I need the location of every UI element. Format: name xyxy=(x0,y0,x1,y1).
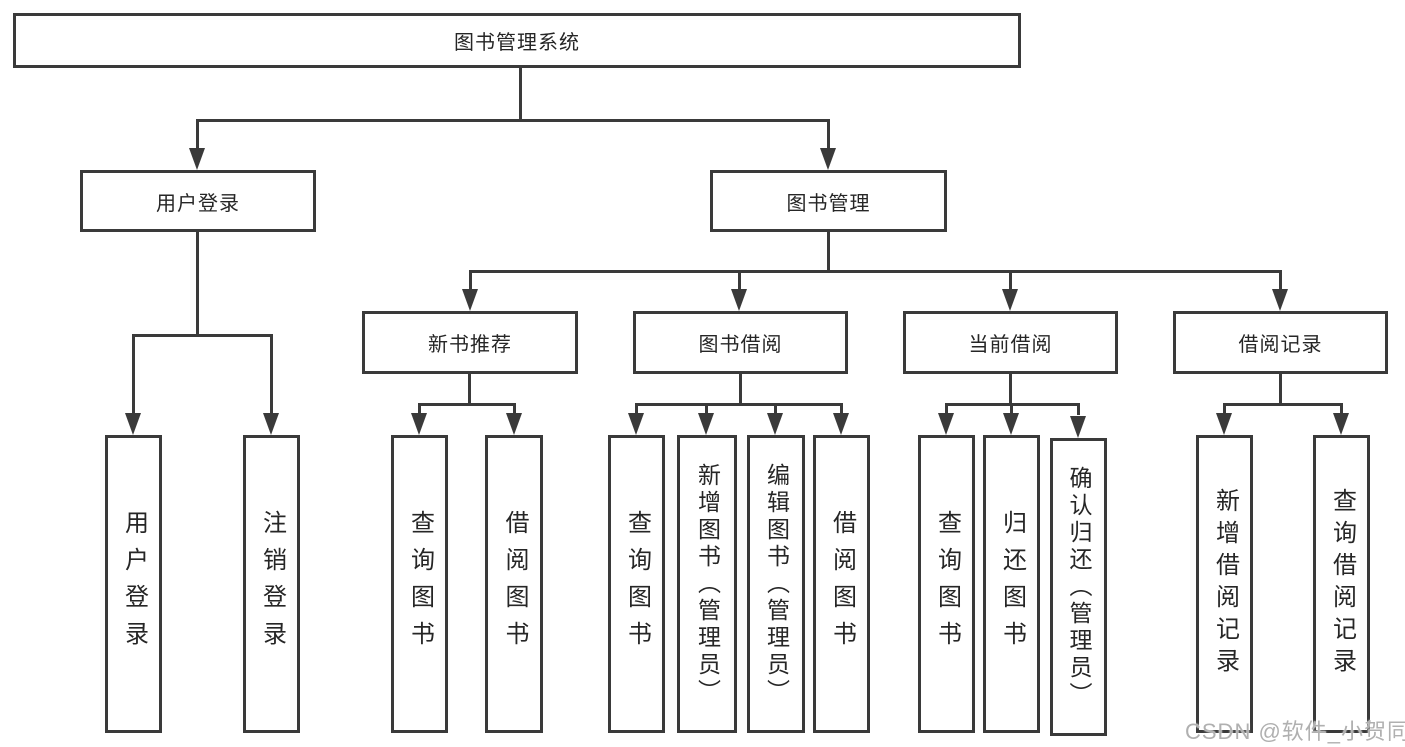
arrow-down-icon xyxy=(1333,413,1349,435)
arrow-down-icon xyxy=(1216,413,1232,435)
arrow-down-icon xyxy=(1272,289,1288,311)
connector-line xyxy=(635,403,638,415)
arrow-down-icon xyxy=(1003,413,1019,435)
leaf-user-login: 用户登录 xyxy=(105,435,162,733)
leaf-borrow-book-2-label: 借阅图书 xyxy=(828,510,856,658)
connector-line xyxy=(1077,403,1080,415)
arrow-down-icon xyxy=(189,148,205,170)
node-new-book-recommend: 新书推荐 xyxy=(362,311,578,374)
connector-line xyxy=(840,403,843,415)
connector-line xyxy=(827,119,830,151)
connector-line xyxy=(635,403,843,406)
connector-line xyxy=(132,334,273,337)
connector-line xyxy=(738,270,741,291)
connector-line xyxy=(1279,374,1282,405)
connector-line xyxy=(469,270,472,291)
leaf-borrow-book-1-label: 借阅图书 xyxy=(501,510,528,658)
arrow-down-icon xyxy=(1070,416,1086,438)
arrow-down-icon xyxy=(698,413,714,435)
node-root-label: 图书管理系统 xyxy=(454,32,580,54)
leaf-query-book-1: 查询图书 xyxy=(391,435,448,733)
arrow-down-icon xyxy=(506,413,522,435)
connector-line xyxy=(132,334,135,415)
leaf-edit-book-admin-label: 编辑图书（管理员） xyxy=(763,462,790,706)
leaf-logout: 注销登录 xyxy=(243,435,300,733)
node-book-borrow-label: 图书借阅 xyxy=(698,334,783,356)
connector-line xyxy=(1010,403,1013,415)
connector-line xyxy=(418,403,421,415)
arrow-down-icon xyxy=(462,289,478,311)
leaf-query-borrow-record: 查询借阅记录 xyxy=(1313,435,1370,733)
connector-line xyxy=(418,403,515,406)
leaf-add-borrow-record: 新增借阅记录 xyxy=(1196,435,1253,733)
leaf-query-book-3-label: 查询图书 xyxy=(933,510,961,658)
connector-line xyxy=(196,232,199,336)
arrow-down-icon xyxy=(833,413,849,435)
connector-line xyxy=(1009,270,1012,291)
leaf-confirm-return-admin: 确认归还（管理员） xyxy=(1050,438,1107,736)
connector-line xyxy=(513,403,516,415)
leaf-query-book-3: 查询图书 xyxy=(918,435,975,733)
node-user-login-label: 用户登录 xyxy=(156,192,240,215)
leaf-return-book: 归还图书 xyxy=(983,435,1040,733)
node-current-borrow-label: 当前借阅 xyxy=(968,334,1053,356)
leaf-query-book-2: 查询图书 xyxy=(608,435,665,733)
arrow-down-icon xyxy=(820,148,836,170)
connector-line xyxy=(827,232,830,272)
leaf-return-book-label: 归还图书 xyxy=(998,510,1026,658)
leaf-borrow-book-1: 借阅图书 xyxy=(485,435,543,733)
node-borrow-records: 借阅记录 xyxy=(1173,311,1388,374)
leaf-edit-book-admin: 编辑图书（管理员） xyxy=(747,435,805,733)
connector-line xyxy=(519,68,522,120)
leaf-add-borrow-record-label: 新增借阅记录 xyxy=(1211,488,1239,680)
leaf-query-borrow-record-label: 查询借阅记录 xyxy=(1328,488,1356,680)
node-current-borrow: 当前借阅 xyxy=(903,311,1118,374)
connector-line xyxy=(1340,403,1343,415)
node-user-login: 用户登录 xyxy=(80,170,316,232)
connector-line xyxy=(1279,270,1282,291)
leaf-query-book-2-label: 查询图书 xyxy=(623,510,651,658)
arrow-down-icon xyxy=(628,413,644,435)
connector-line xyxy=(705,403,708,415)
leaf-user-login-label: 用户登录 xyxy=(120,510,148,658)
connector-line xyxy=(739,374,742,405)
connector-line xyxy=(198,119,830,122)
arrow-down-icon xyxy=(1002,289,1018,311)
node-book-management-label: 图书管理 xyxy=(786,192,871,215)
leaf-add-book-admin: 新增图书（管理员） xyxy=(677,435,737,733)
arrow-down-icon xyxy=(731,289,747,311)
leaf-borrow-book-2: 借阅图书 xyxy=(813,435,870,733)
connector-line xyxy=(196,119,199,151)
node-root: 图书管理系统 xyxy=(13,13,1021,68)
arrow-down-icon xyxy=(263,413,279,435)
leaf-add-book-admin-label: 新增图书（管理员） xyxy=(694,462,721,706)
connector-line xyxy=(945,403,948,415)
connector-line xyxy=(1223,403,1343,406)
csdn-watermark: CSDN @软件_小贺同学 xyxy=(1185,719,1405,744)
leaf-logout-label: 注销登录 xyxy=(258,510,286,658)
connector-line xyxy=(1009,374,1012,405)
connector-line xyxy=(469,270,1281,273)
leaf-confirm-return-admin-label: 确认归还（管理员） xyxy=(1066,465,1092,709)
node-book-management: 图书管理 xyxy=(710,170,947,232)
arrow-down-icon xyxy=(938,413,954,435)
node-borrow-records-label: 借阅记录 xyxy=(1238,334,1323,356)
arrow-down-icon xyxy=(125,413,141,435)
node-new-book-recommend-label: 新书推荐 xyxy=(428,334,512,356)
arrow-down-icon xyxy=(411,413,427,435)
connector-line xyxy=(1223,403,1226,415)
node-book-borrow: 图书借阅 xyxy=(633,311,848,374)
leaf-query-book-1-label: 查询图书 xyxy=(406,510,434,658)
connector-line xyxy=(270,334,273,415)
arrow-down-icon xyxy=(767,413,783,435)
connector-line xyxy=(774,403,777,415)
connector-line xyxy=(468,374,471,405)
